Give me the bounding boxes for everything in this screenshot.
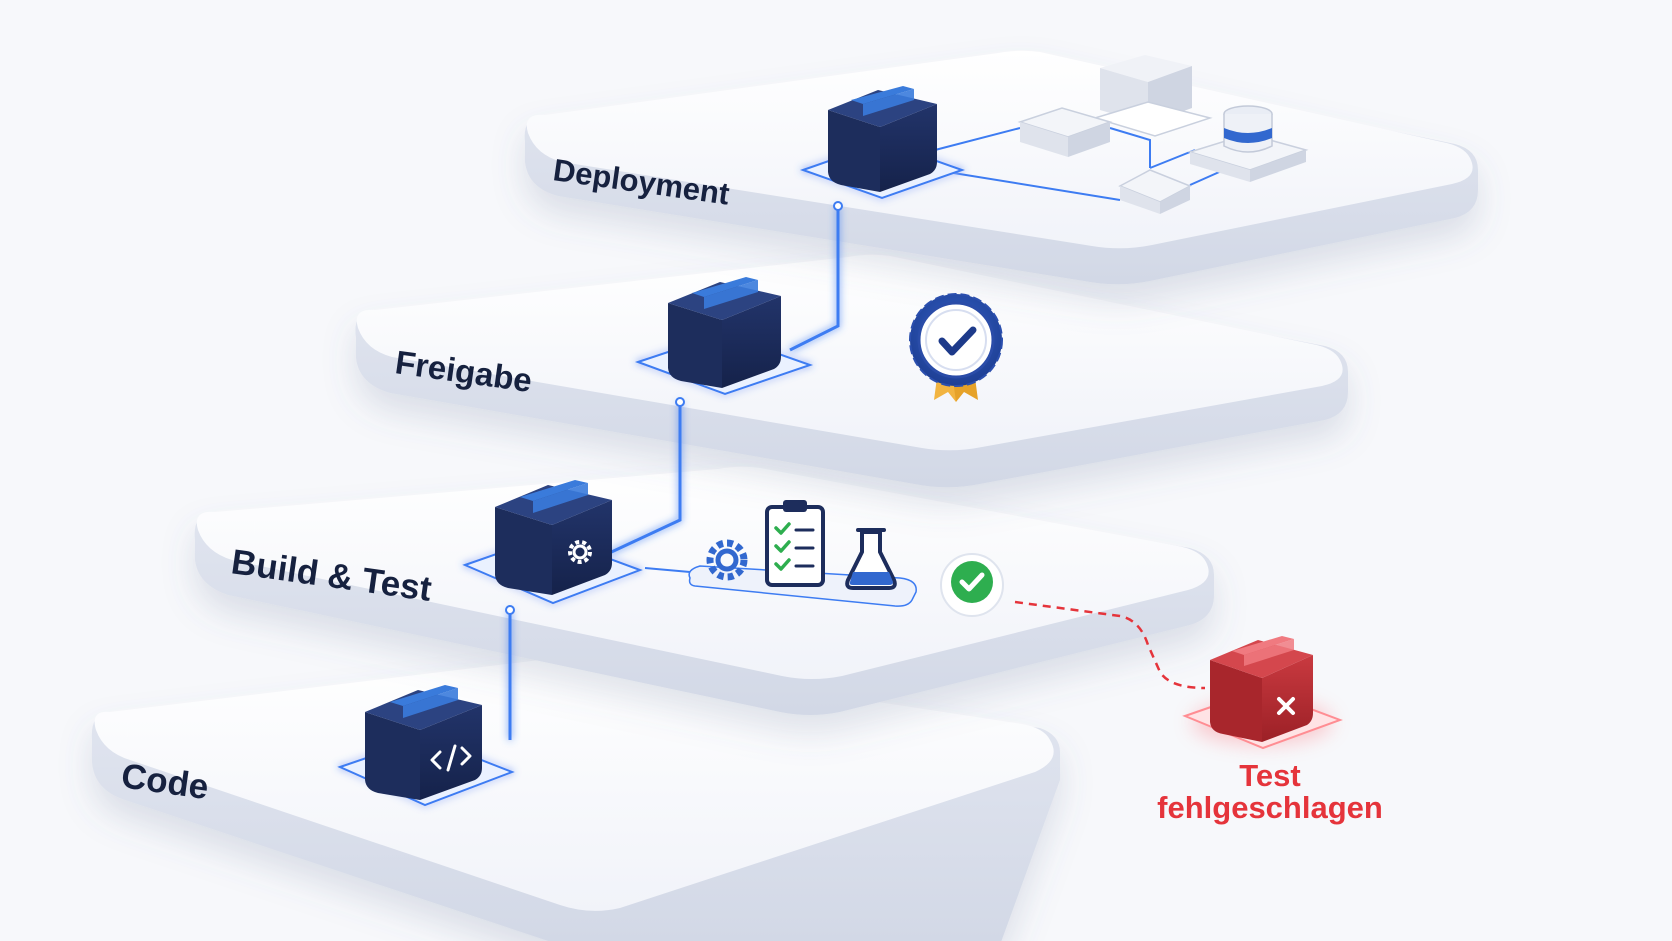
- test-tools-tray: [644, 500, 917, 607]
- x-icon: [1277, 697, 1295, 715]
- failed-package-box: [1182, 636, 1343, 750]
- gear-icon: [706, 539, 748, 581]
- code-icon: [430, 744, 472, 772]
- platform-code: [91, 656, 1060, 941]
- failure-label-line2: fehlgeschlagen: [1157, 790, 1383, 825]
- flask-icon: [845, 528, 897, 590]
- checklist-icon: [765, 500, 825, 587]
- server-icon: [1092, 55, 1213, 137]
- pipeline-connectors: [508, 206, 840, 740]
- gear-icon: [568, 540, 592, 564]
- failure-label-line1: Test: [1239, 758, 1300, 793]
- deploy-network: [934, 127, 1236, 201]
- failure-path: [1014, 600, 1206, 690]
- platform-release: [355, 254, 1348, 488]
- deploy-package-box: [799, 86, 966, 200]
- code-package-box: [337, 685, 515, 807]
- release-package-box: [634, 277, 814, 396]
- server-icon: [1118, 169, 1192, 214]
- check-icon: [959, 572, 985, 592]
- database-icon: [1187, 105, 1309, 182]
- server-icon: [1017, 107, 1113, 157]
- badge-icon: [909, 293, 1003, 402]
- build-package-box: [462, 480, 643, 605]
- test-passed-check: [940, 553, 1004, 617]
